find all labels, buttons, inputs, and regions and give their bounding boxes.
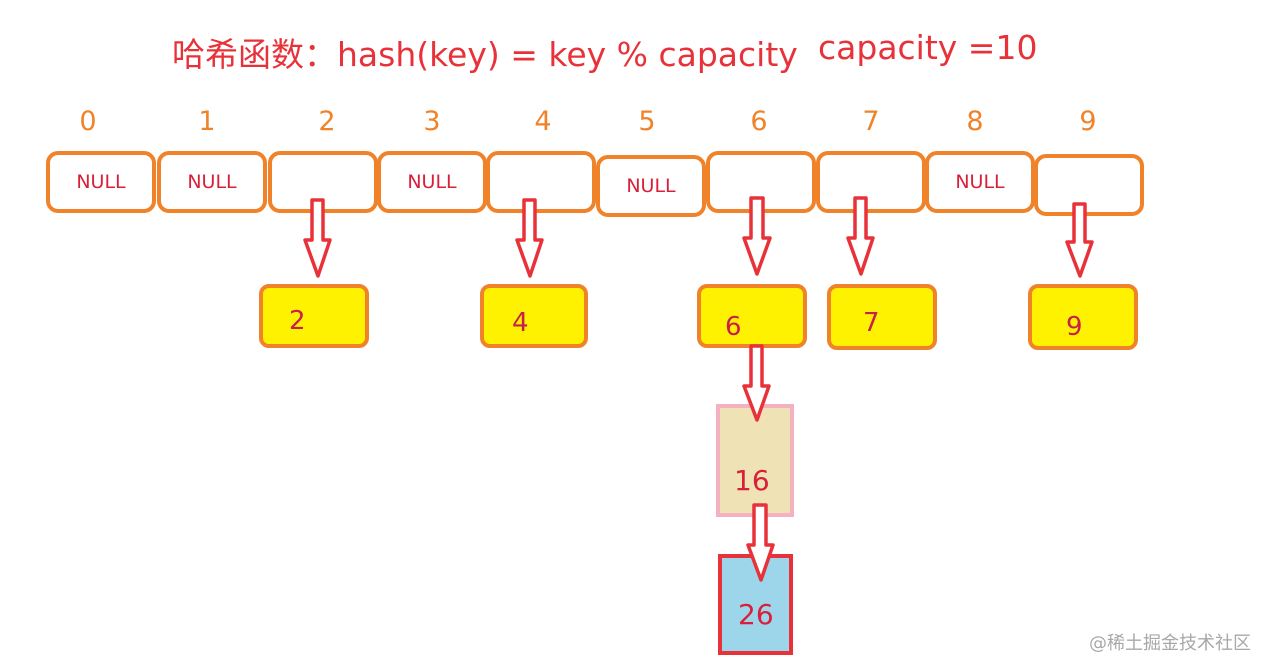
arrow-slot-2 [303,198,332,278]
slot-label-0: NULL [76,171,126,193]
hash-function-title: 哈希函数：hash(key) = key % capacity [172,35,798,74]
arrow-slot-6 [742,196,772,276]
slot-index-4: 4 [534,106,552,137]
chain-node-26-value: 26 [738,598,774,631]
slot-index-8: 8 [966,106,984,137]
watermark: @稀土掘金技术社区 [1089,633,1251,654]
node-9: 9 [1028,284,1138,350]
node-6-value: 6 [725,312,742,342]
node-7: 7 [827,284,937,350]
arrow-node-6-to-16 [742,344,771,422]
arrow-slot-9 [1065,202,1094,278]
node-4: 4 [480,284,588,348]
slot-index-0: 0 [79,106,97,137]
slot-index-6: 6 [750,106,768,137]
array-slot-7 [816,151,926,213]
slot-index-3: 3 [423,106,441,137]
slot-label-3: NULL [407,171,457,193]
slot-label-8: NULL [955,171,1005,193]
arrow-node-16-to-26 [746,503,775,582]
array-slot-0: NULL [46,151,156,213]
slot-index-9: 9 [1079,106,1097,137]
chain-node-26: 26 [718,554,793,655]
slot-index-5: 5 [638,106,656,137]
array-slot-8: NULL [925,151,1035,213]
node-6: 6 [697,284,807,348]
array-slot-4 [486,151,596,213]
node-7-value: 7 [863,308,880,338]
slot-label-5: NULL [626,175,676,197]
capacity-label: capacity =10 [818,28,1038,67]
node-2-value: 2 [289,306,306,336]
arrow-slot-7 [846,196,875,276]
node-2: 2 [259,284,369,348]
slot-index-7: 7 [862,106,880,137]
array-slot-5: NULL [596,155,706,217]
slot-label-1: NULL [187,171,237,193]
node-4-value: 4 [512,308,529,338]
node-9-value: 9 [1066,312,1083,342]
array-slot-3: NULL [377,151,487,213]
chain-node-16-value: 16 [734,464,770,497]
array-slot-1: NULL [157,151,267,213]
slot-index-2: 2 [318,106,336,137]
slot-index-1: 1 [198,106,216,137]
array-slot-9 [1034,154,1144,216]
arrow-slot-4 [515,198,544,278]
